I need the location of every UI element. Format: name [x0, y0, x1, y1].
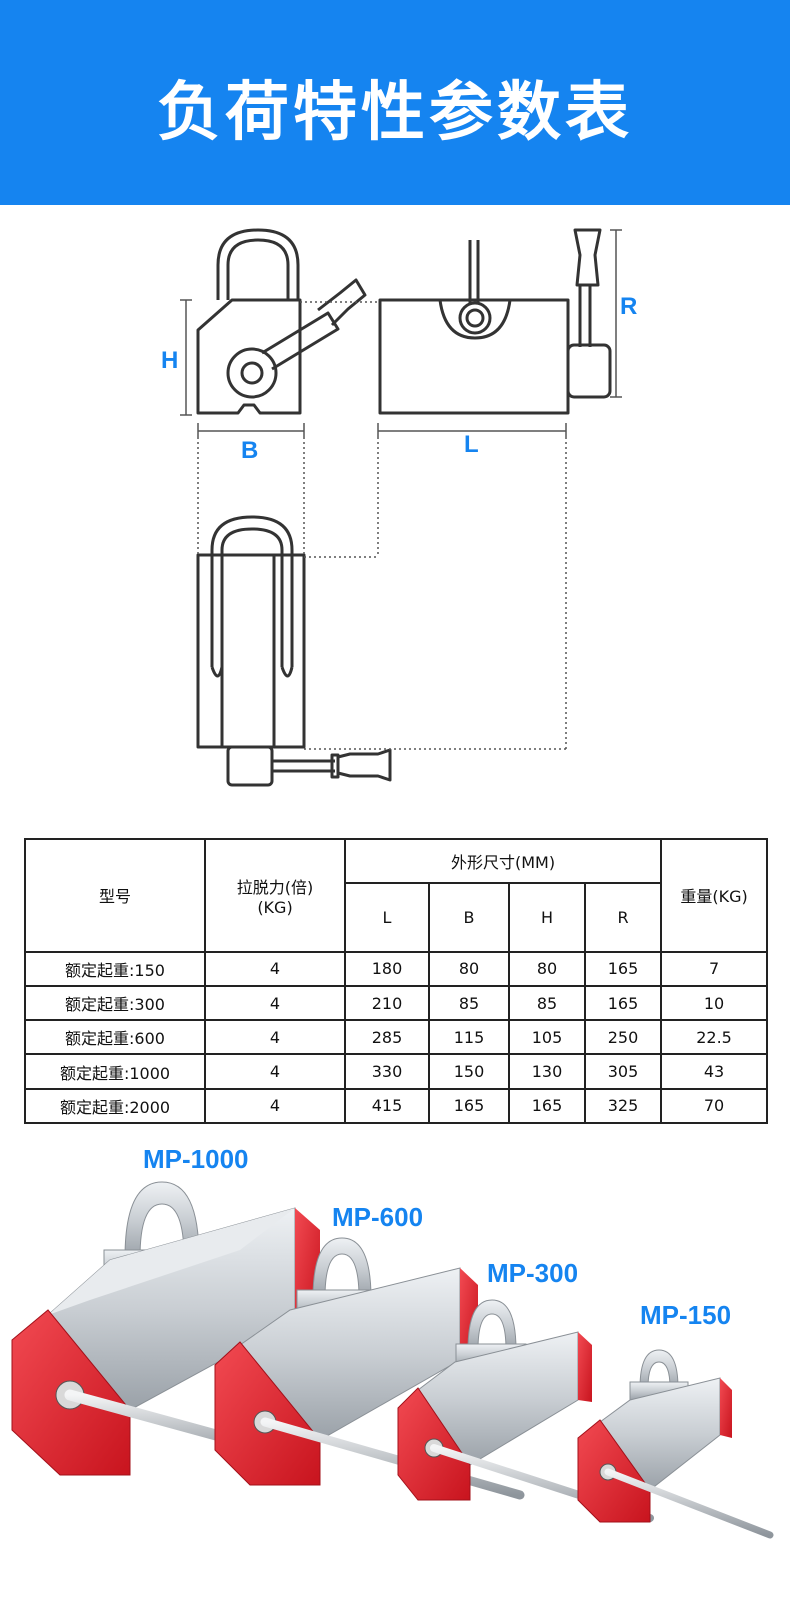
- cell-force: 4: [204, 1019, 346, 1056]
- cell-r: 250: [583, 1019, 663, 1056]
- header-dim-b: B: [428, 882, 510, 953]
- cell-model: 额定起重:300: [24, 984, 206, 1022]
- dim-label-h: H: [161, 347, 179, 374]
- cell-r: 165: [583, 984, 663, 1022]
- cell-b: 165: [428, 1087, 510, 1125]
- cell-force: 4: [204, 1087, 346, 1125]
- cell-h: 85: [508, 984, 586, 1022]
- model-label-mp-300: MP-300: [487, 1258, 579, 1288]
- cell-h: 165: [508, 1087, 586, 1125]
- cell-model: 额定起重:1000: [24, 1053, 206, 1090]
- dim-label-b: B: [241, 437, 259, 464]
- side-view: [196, 228, 367, 415]
- cell-l: 330: [344, 1053, 430, 1090]
- cell-weight: 22.5: [660, 1019, 769, 1056]
- cell-l: 210: [344, 984, 430, 1022]
- model-label-mp-1000: MP-1000: [143, 1144, 249, 1174]
- cell-r: 165: [583, 950, 663, 988]
- table-row: 额定起重:300 4 210 85 85 165 10: [24, 984, 769, 1022]
- top-view: [196, 515, 392, 787]
- cell-force: 4: [204, 1053, 346, 1090]
- cell-weight: 43: [660, 1053, 769, 1090]
- cell-force: 4: [204, 950, 346, 988]
- front-view: [378, 228, 612, 415]
- model-label-mp-150: MP-150: [640, 1300, 732, 1330]
- cell-b: 115: [428, 1019, 510, 1056]
- table-row: 额定起重:600 4 285 115 105 250 22.5: [24, 1019, 769, 1056]
- table-header-row: 型号 拉脱力(倍) (KG) 外形尺寸(MM) 重量(KG): [24, 837, 769, 953]
- cell-l: 415: [344, 1087, 430, 1125]
- cell-b: 85: [428, 984, 510, 1022]
- spec-table: 型号 拉脱力(倍) (KG) 外形尺寸(MM) 重量(KG) L B H R 额…: [24, 837, 769, 1125]
- cell-model: 额定起重:2000: [24, 1087, 206, 1125]
- cell-h: 80: [508, 950, 586, 988]
- header-dim-r: R: [583, 882, 663, 953]
- header-weight: 重量(KG): [660, 838, 769, 953]
- title-banner: 负荷特性参数表: [0, 0, 790, 205]
- header-dim-l: L: [344, 882, 430, 953]
- dim-label-r: R: [620, 293, 638, 320]
- header-dims: 外形尺寸(MM): [343, 837, 663, 885]
- dimension-diagram: H B L R: [0, 205, 790, 815]
- technical-drawing: [180, 228, 622, 787]
- table-subheader-row: L B H R: [25, 882, 767, 953]
- header-force-unit: (KG): [257, 897, 293, 917]
- header-force-label: 拉脱力(倍): [236, 877, 314, 897]
- header-force: 拉脱力(倍) (KG): [204, 838, 346, 953]
- header-model: 型号: [24, 838, 206, 953]
- cell-weight: 7: [660, 950, 769, 988]
- header-dim-h: H: [508, 882, 586, 953]
- model-label-mp-600: MP-600: [332, 1202, 424, 1232]
- cell-model: 额定起重:600: [24, 1019, 206, 1056]
- product-illustration: [11, 1181, 774, 1539]
- cell-weight: 10: [660, 984, 769, 1022]
- cell-l: 285: [344, 1019, 430, 1056]
- cell-r: 305: [583, 1053, 663, 1090]
- table-row: 额定起重:2000 4 415 165 165 325 70: [24, 1087, 769, 1125]
- cell-force: 4: [204, 984, 346, 1022]
- dim-label-l: L: [464, 431, 479, 458]
- cell-b: 150: [428, 1053, 510, 1090]
- cell-r: 325: [583, 1087, 663, 1125]
- lifter-mp-150: [577, 1349, 774, 1539]
- page-title: 负荷特性参数表: [157, 75, 633, 150]
- cell-h: 130: [508, 1053, 586, 1090]
- cell-l: 180: [344, 950, 430, 988]
- table-row: 额定起重:150 4 180 80 80 165 7: [24, 950, 769, 988]
- cell-model: 额定起重:150: [24, 950, 206, 988]
- product-lineup: MP-1000 MP-600 MP-300 MP-150: [0, 1144, 790, 1592]
- cell-h: 105: [508, 1019, 586, 1056]
- cell-b: 80: [428, 950, 510, 988]
- cell-weight: 70: [660, 1087, 769, 1125]
- table-row: 额定起重:1000 4 330 150 130 305 43: [24, 1053, 769, 1090]
